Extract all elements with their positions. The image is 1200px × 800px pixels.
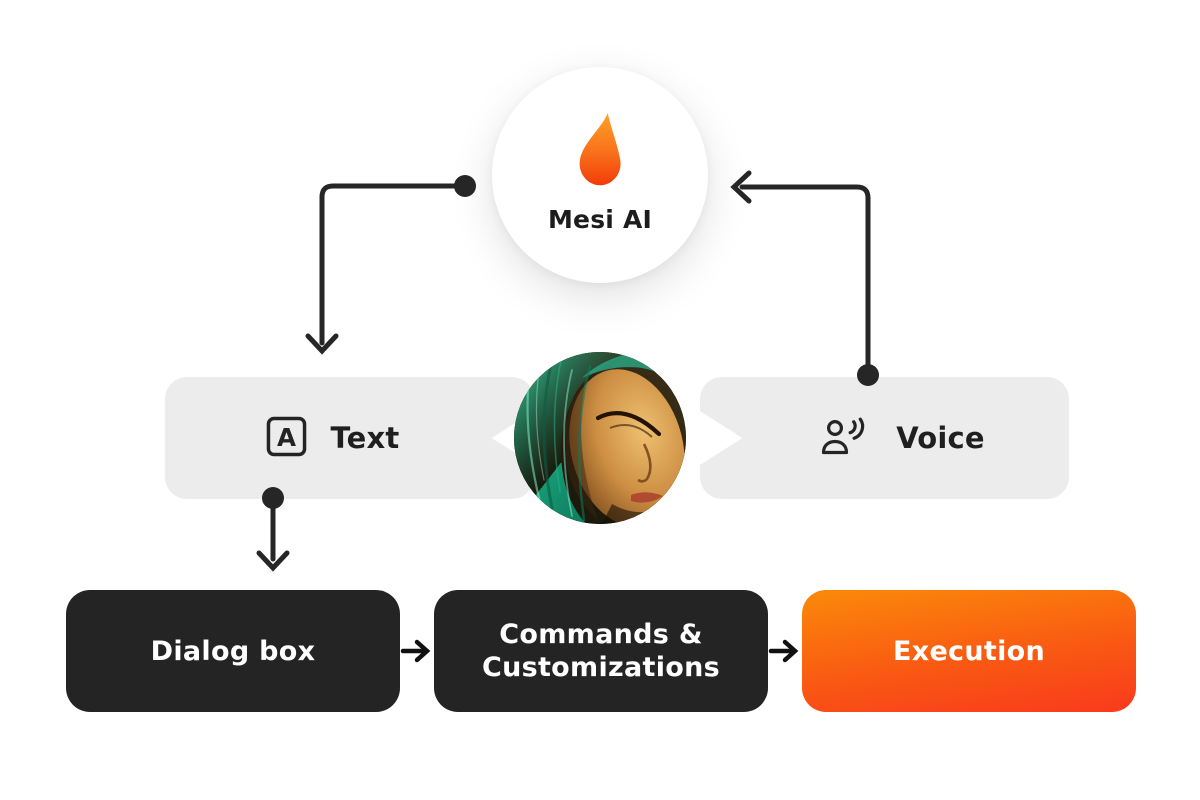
arrowhead-right-icon xyxy=(782,639,799,663)
hub-label: Mesi AI xyxy=(547,204,653,234)
arrowhead-down-icon xyxy=(256,550,290,572)
commands-label-line1: Commands & xyxy=(499,619,703,650)
flow-box-dialog: Dialog box xyxy=(66,590,400,712)
execution-label: Execution xyxy=(892,635,1046,667)
arrow-commands-to-execution xyxy=(768,639,799,663)
arrow-dialog-to-commands xyxy=(400,639,431,663)
hub-node-mesi-ai: Mesi AI xyxy=(492,67,708,283)
arrowhead-down-icon xyxy=(305,333,339,355)
dialog-box-label: Dialog box xyxy=(150,635,316,667)
panel-voice-input: Voice xyxy=(700,377,1069,499)
svg-text:A: A xyxy=(277,423,296,452)
user-avatar xyxy=(514,352,686,524)
arrowhead-left-icon xyxy=(730,170,752,204)
connector-hub-to-text xyxy=(305,175,476,355)
text-panel-label: Text xyxy=(330,421,400,455)
commands-label-line2: Customizations xyxy=(481,652,721,683)
flow-box-commands: Commands & Customizations xyxy=(434,590,768,712)
arrowhead-right-icon xyxy=(414,639,431,663)
connector-voice-to-hub xyxy=(730,170,879,386)
flow-box-execution: Execution xyxy=(802,590,1136,712)
letter-a-box-icon: A xyxy=(266,416,307,461)
voice-panel-label: Voice xyxy=(896,421,985,455)
flame-icon xyxy=(571,111,629,195)
panel-text-input: A Text xyxy=(165,377,534,499)
connector-dot xyxy=(454,175,476,197)
person-speaking-icon xyxy=(818,414,872,462)
connector-text-to-dialog xyxy=(256,487,290,572)
